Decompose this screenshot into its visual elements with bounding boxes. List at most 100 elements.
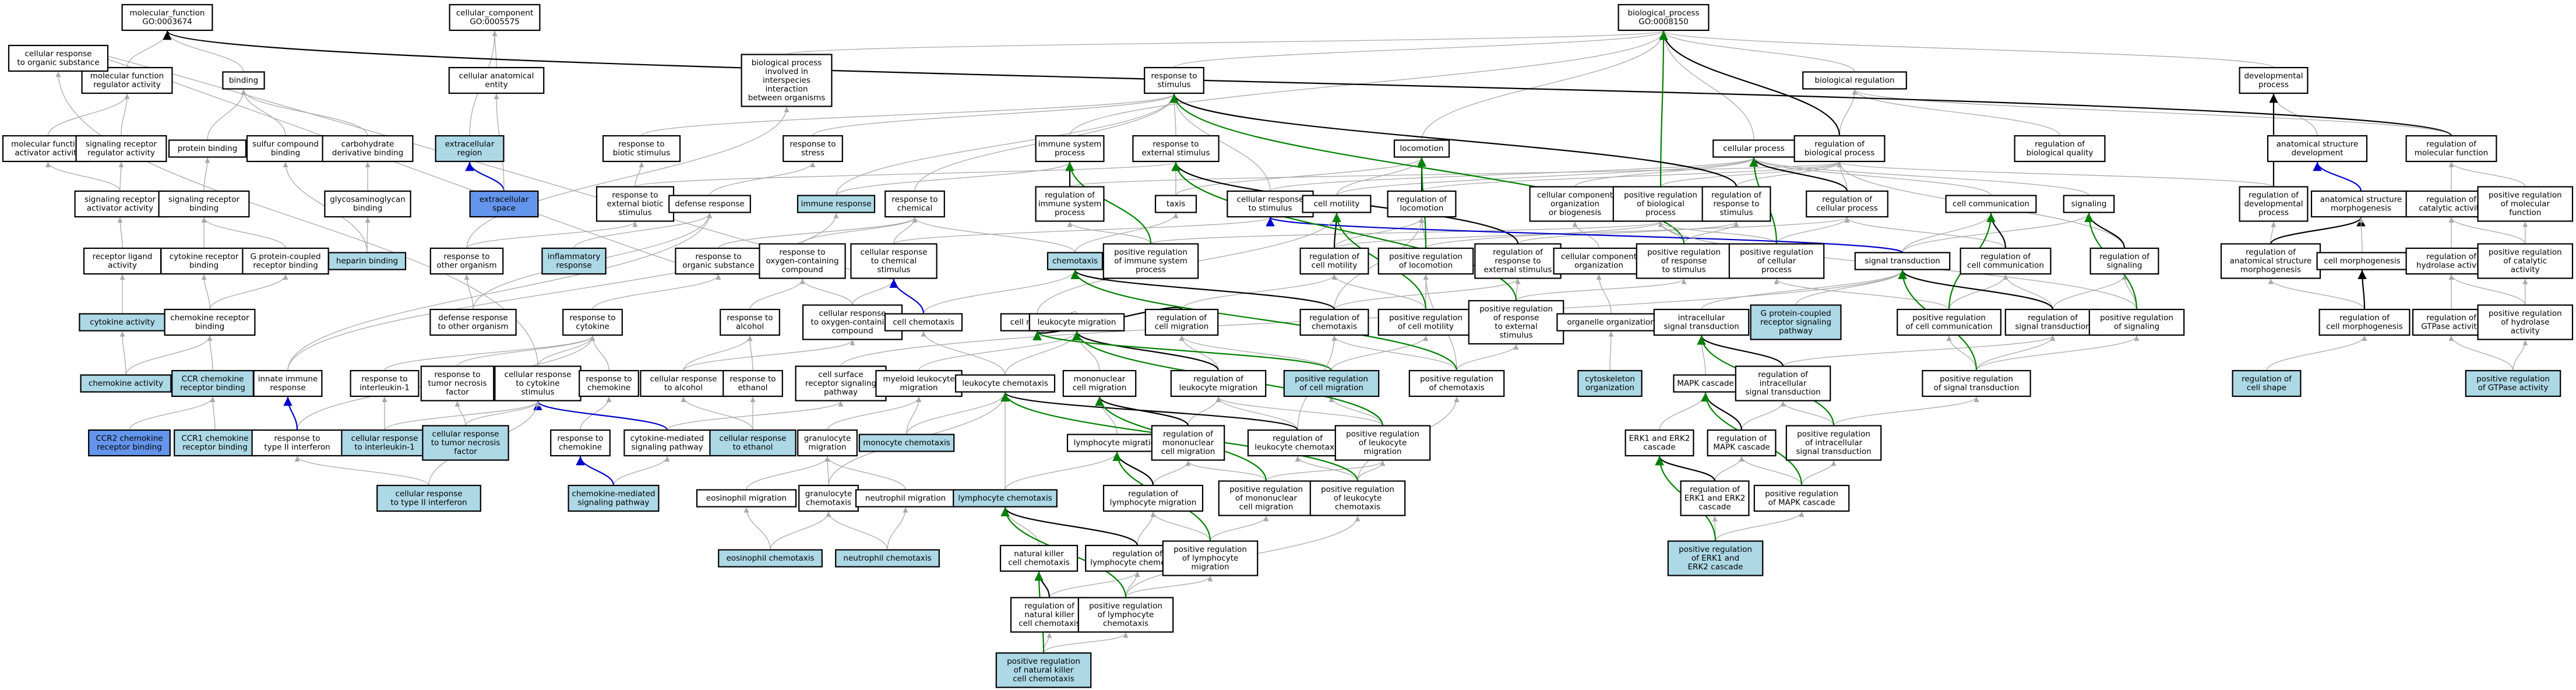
- go-term-box: [1377, 308, 1474, 336]
- go-term-box: [1077, 597, 1174, 633]
- go-term-box: [1529, 186, 1621, 222]
- go-term-box: [855, 489, 956, 508]
- go-term-label-line: developmental: [2244, 72, 2303, 81]
- go-term-label-line: process: [2258, 80, 2289, 90]
- go-term-box: [80, 374, 172, 393]
- edge-is-a: [241, 89, 368, 136]
- go-term-box: [884, 313, 963, 332]
- go-term-label-line: lymphocyte migration: [1074, 438, 1161, 448]
- go-term-label-line: cellular response: [650, 375, 717, 384]
- go-term-label-line: of lymphocyte: [1098, 610, 1154, 619]
- go-term-box: [1162, 540, 1259, 576]
- go-term-box: [1227, 190, 1314, 218]
- go-term-box: [1474, 243, 1562, 279]
- go-term-box: [168, 139, 247, 158]
- edge-is-a: [492, 30, 498, 68]
- go-term-box: [1010, 597, 1089, 633]
- go-term-label-line: response to: [274, 434, 320, 443]
- go-term-label-line: GO:0008150: [1638, 17, 1689, 27]
- go-term-box: [1556, 313, 1666, 332]
- edge-is-a: [1067, 221, 1151, 244]
- go-term-box: [1393, 139, 1450, 158]
- go-term-box: [1653, 308, 1750, 336]
- go-term-label-line: signal transduction: [1865, 256, 1940, 266]
- go-term-label-line: cytokine-mediated: [630, 434, 704, 443]
- edge-is-a: [2512, 340, 2528, 371]
- edge-is-a: [1739, 456, 1802, 486]
- go-term-box: [83, 247, 162, 275]
- edge-is-a: [384, 401, 541, 431]
- go-term-label-line: pathway: [824, 388, 858, 397]
- edge-is-a: [1661, 30, 1754, 140]
- go-term-label-line: molecular function: [11, 140, 84, 149]
- go-term-label-line: positive regulation: [1321, 485, 1394, 494]
- edge-is-a: [613, 456, 670, 486]
- go-term-label-line: migration: [900, 383, 938, 393]
- go-term-node-bioreg: biological regulation: [1802, 71, 1907, 90]
- go-term-label-line: of immune system: [1114, 256, 1187, 266]
- go-term-label-line: to stimulus: [1662, 265, 1706, 274]
- go-term-label-line: cell motility: [1314, 199, 1360, 209]
- go-term-label-line: migration: [1191, 562, 1229, 572]
- edge-positively-regulates: [1070, 270, 1458, 371]
- go-term-label-line: pathway: [1779, 326, 1813, 336]
- go-term-label-line: ERK2 cascade: [1688, 562, 1743, 572]
- go-term-box: [696, 489, 797, 508]
- edge-is-a: [746, 456, 830, 490]
- go-term-label-line: binding: [189, 204, 219, 213]
- edge-is-a: [1171, 93, 1271, 192]
- go-term-node-chemotaxis: chemotaxis: [1046, 252, 1104, 270]
- edge-is-a: [1334, 217, 1850, 249]
- edge-is-a: [164, 30, 244, 72]
- go-term-label-line: regulation of: [1981, 252, 2031, 262]
- go-term-label-line: external biotic: [607, 199, 664, 209]
- go-term-box: [1283, 369, 1380, 397]
- edge-is-a: [836, 93, 1177, 196]
- go-term-box: [1612, 186, 1709, 222]
- go-term-label-line: regulation of: [1814, 140, 1865, 149]
- edge-is-a: [464, 274, 474, 310]
- go-term-label-line: immune system: [1038, 199, 1102, 209]
- go-term-label-line: cascade: [1698, 502, 1731, 512]
- edge-is-a: [1425, 221, 1664, 249]
- go-term-node-chemact: chemokine activity: [80, 374, 172, 393]
- go-term-label-line: positive regulation: [1346, 430, 1419, 439]
- go-term-label-line: sulfur compound: [252, 140, 319, 149]
- edge-is-a: [129, 396, 216, 431]
- go-term-box: [420, 365, 495, 402]
- edge-is-a: [1976, 335, 2056, 371]
- go-term-label-line: organic substance: [682, 261, 754, 270]
- go-term-label-line: cell surface: [818, 370, 863, 379]
- go-term-label-line: cell chemotaxis: [1013, 674, 1074, 684]
- go-term-label-line: morphogenesis: [2240, 265, 2301, 274]
- go-term-box: [2477, 186, 2574, 222]
- go-term-box: [158, 190, 250, 218]
- go-term-label-line: binding: [353, 204, 382, 213]
- go-term-box: [1680, 480, 1750, 516]
- edge-regulates: [1112, 452, 1154, 486]
- go-term-box: [759, 243, 846, 279]
- edge-is-a: [893, 217, 918, 244]
- go-term-label-line: to chemical: [871, 256, 917, 266]
- go-term-label-line: chemokine: [559, 443, 602, 452]
- go-term-box: [2477, 304, 2574, 340]
- go-term-label-line: cell chemotaxis: [1008, 558, 1070, 568]
- go-term-label-line: stimulus: [521, 388, 554, 397]
- go-term-label-line: region: [457, 149, 482, 158]
- go-term-label-line: chemokine-mediated: [572, 490, 655, 499]
- go-term-label-line: molecular function: [90, 72, 164, 81]
- edge-is-a: [770, 511, 831, 550]
